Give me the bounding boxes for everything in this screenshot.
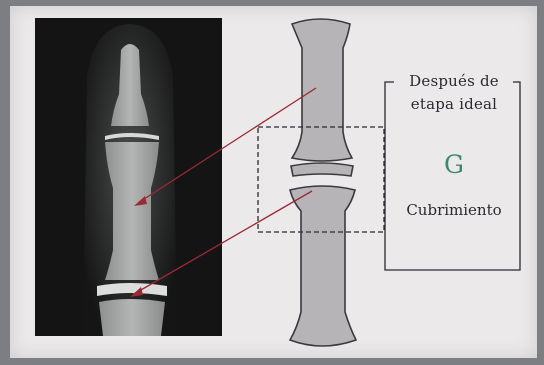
- slide-canvas: Después de etapa ideal G Cubrimiento: [10, 6, 537, 358]
- annotation-line-2: etapa ideal: [385, 95, 523, 113]
- arrow-upper-head: [134, 196, 147, 206]
- annotation-line-1: Después de: [385, 72, 523, 90]
- stage-name: Cubrimiento: [385, 201, 523, 219]
- epiphysis-shape: [291, 163, 353, 176]
- arrow-upper: [138, 88, 316, 203]
- upper-bone-shape: [292, 19, 352, 161]
- arrow-lower: [134, 191, 312, 294]
- stage-letter: G: [385, 150, 523, 179]
- arrow-lower-head: [130, 287, 143, 297]
- lower-bone-shape: [290, 186, 356, 346]
- annotation-panel: Después de etapa ideal G Cubrimiento: [385, 72, 525, 270]
